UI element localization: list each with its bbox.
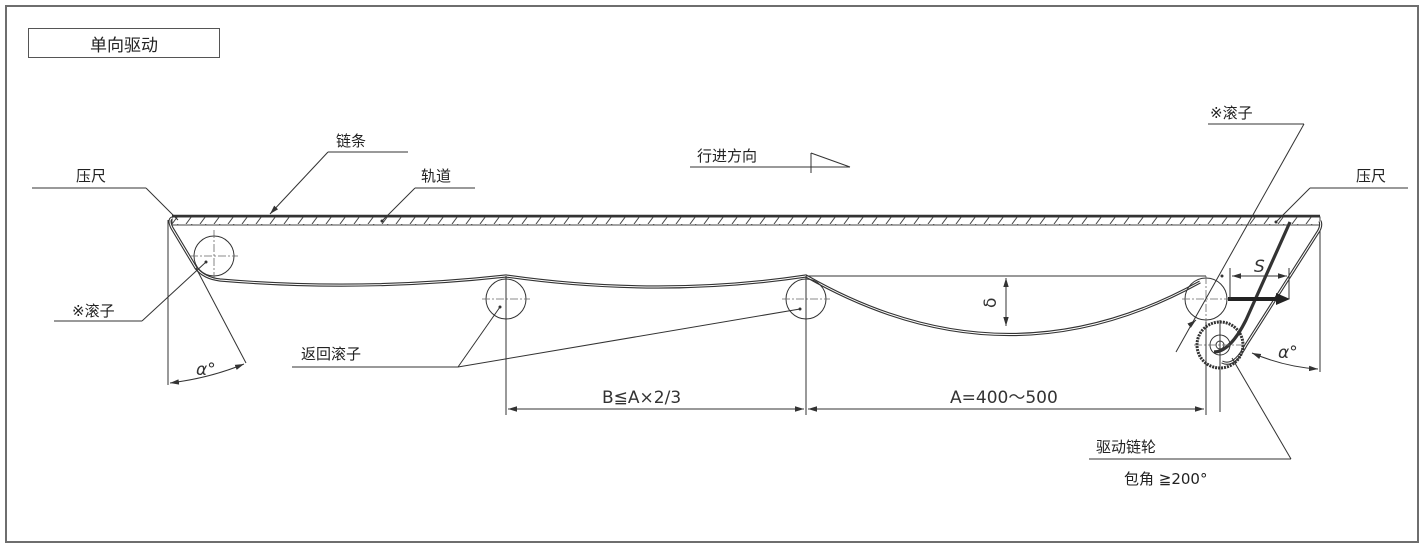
- return-roller-2: [782, 276, 830, 415]
- leader-chain: 链条: [269, 132, 408, 215]
- leader-drive-sprocket: 驱动链轮 包角 ≧200°: [1089, 357, 1292, 488]
- leader-roller-left: ※滚子: [54, 260, 208, 322]
- leader-pressure-bar-left: 压尺: [32, 167, 179, 221]
- b-dimension: B≦A×2/3: [508, 388, 804, 412]
- alpha-right-label: α°: [1278, 343, 1298, 363]
- sag-dimension: δ: [806, 275, 1206, 326]
- track-label: 轨道: [421, 167, 451, 185]
- diagram-frame: [5, 5, 1419, 543]
- leader-return-roller: 返回滚子: [292, 305, 802, 368]
- roller-left-label: ※滚子: [72, 302, 115, 320]
- direction-indicator: 行进方向: [690, 147, 851, 173]
- drive-sprocket: [1194, 320, 1246, 412]
- s-dimension: S: [1228, 257, 1290, 305]
- chain-label: 链条: [336, 132, 366, 150]
- direction-label: 行进方向: [697, 147, 757, 165]
- roller-left: [190, 230, 238, 282]
- s-label: S: [1254, 257, 1265, 277]
- roller-right-label: ※滚子: [1210, 104, 1253, 122]
- angle-right: α°: [1251, 343, 1319, 372]
- delta-label: δ: [981, 298, 1001, 308]
- track: [171, 214, 1321, 226]
- return-roller-1: [482, 276, 530, 415]
- pressure-bar-right-label: 压尺: [1356, 167, 1386, 185]
- leader-roller-right: ※滚子: [1175, 104, 1305, 353]
- b-label: B≦A×2/3: [602, 388, 681, 408]
- leader-pressure-bar-right: 压尺: [1274, 167, 1408, 224]
- leader-track: 轨道: [380, 167, 475, 223]
- a-label: A=400～500: [950, 388, 1058, 408]
- wrap-angle-label: 包角 ≧200°: [1124, 470, 1207, 488]
- drive-sprocket-label: 驱动链轮: [1096, 438, 1156, 456]
- alpha-left-label: α°: [196, 360, 216, 380]
- chain: [168, 216, 1323, 365]
- a-dimension: A=400～500: [808, 322, 1207, 415]
- pressure-bar-left-label: 压尺: [76, 167, 106, 185]
- angle-left: α°: [169, 267, 247, 385]
- return-roller-label: 返回滚子: [301, 345, 361, 363]
- diagram-title: 单向驱动: [28, 28, 220, 58]
